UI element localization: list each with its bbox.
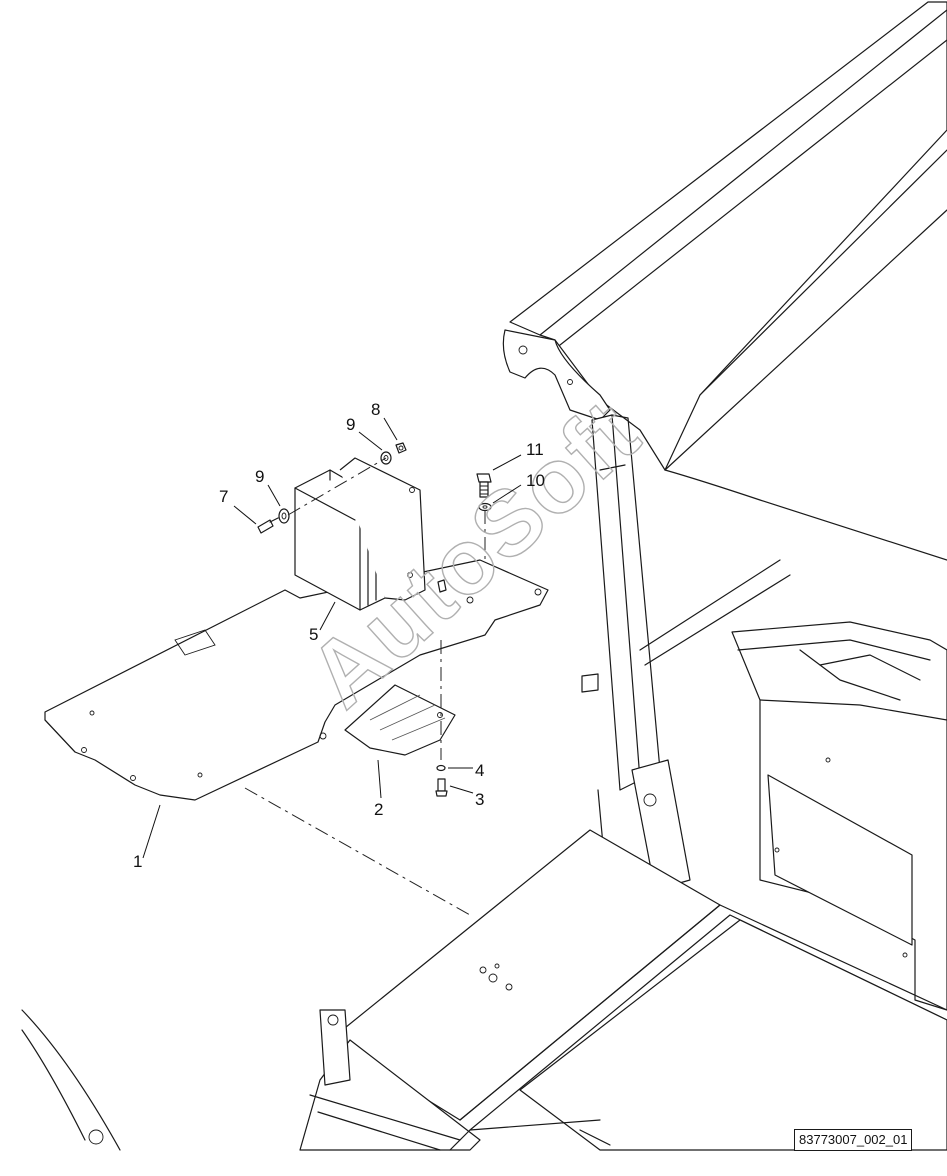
leader-lines [142, 417, 522, 859]
fastener-8-nut [395, 442, 407, 454]
callout-8: 8 [371, 400, 380, 419]
fastener-11-bolt [476, 473, 492, 498]
callout-4: 4 [475, 761, 484, 780]
callout-3: 3 [475, 790, 484, 809]
fastener-3-bolt [435, 778, 448, 797]
right-console [731, 621, 947, 1011]
callout-11: 11 [526, 440, 544, 459]
callout-labels: 1 2 3 4 5 7 8 9 9 10 11 [133, 400, 545, 871]
callout-1: 1 [133, 852, 142, 871]
callout-9b: 9 [255, 467, 264, 486]
callout-2: 2 [374, 800, 383, 819]
fastener-10-washer [478, 502, 492, 512]
lower-frame [21, 1009, 611, 1151]
canopy-roof [502, 1, 947, 561]
callout-10: 10 [526, 471, 545, 490]
fastener-7-bolt [257, 517, 279, 534]
callout-5: 5 [309, 625, 318, 644]
fastener-4-washer [436, 764, 446, 772]
cover-plate-part-2 [344, 684, 456, 756]
assembly-lines [244, 457, 486, 916]
module-part-5 [294, 457, 447, 611]
mounting-plate-part-1 [44, 559, 549, 801]
fastener-9-washer-left [278, 508, 290, 524]
callout-9a: 9 [346, 415, 355, 434]
rops-post [581, 414, 791, 901]
callout-7: 7 [219, 487, 228, 506]
figure-id-label: 83773007_002_01 [794, 1129, 913, 1151]
